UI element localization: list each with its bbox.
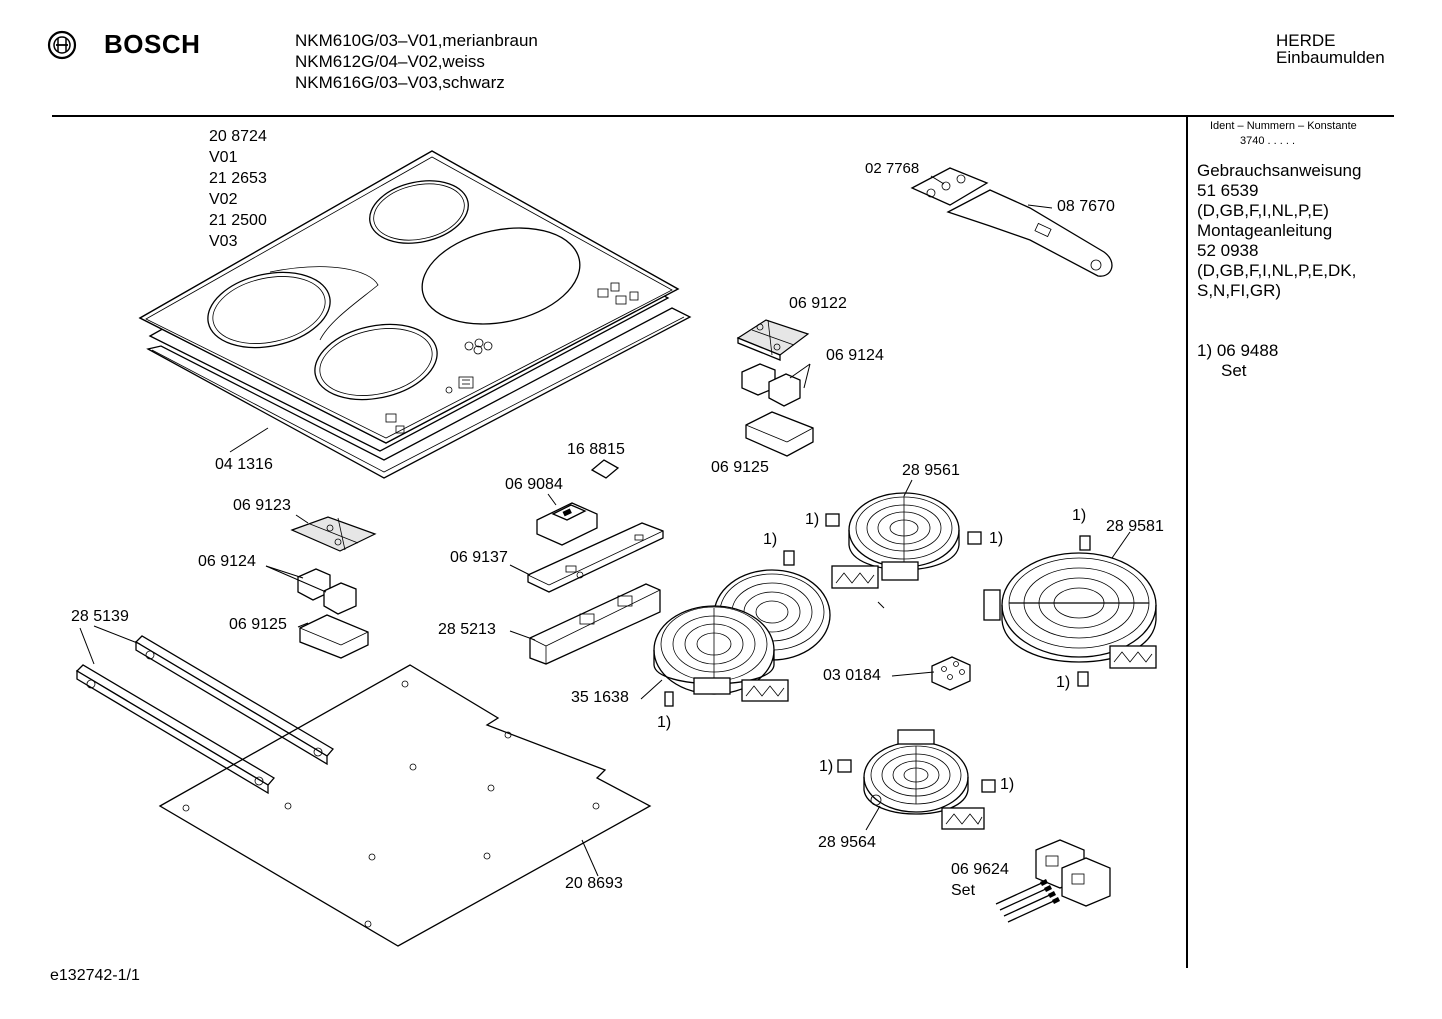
part-label-041316: 04 1316 xyxy=(215,456,273,473)
doc-line-6: (D,GB,F,I,NL,P,E,DK, xyxy=(1197,261,1357,280)
gasket-frame xyxy=(146,307,692,479)
pan-support-bracket xyxy=(910,167,1113,277)
part-label-030184: 03 0184 xyxy=(823,667,881,684)
part-label-069123: 06 9123 xyxy=(233,497,291,514)
dual-radiant-heater xyxy=(653,569,831,707)
part-label-069137: 06 9137 xyxy=(450,549,508,566)
part-label-168815: 16 8815 xyxy=(567,441,625,458)
model-line-2: NKM612G/04–V02,weiss xyxy=(295,52,485,71)
part-label-069125-left: 06 9125 xyxy=(229,616,287,633)
ident-label: Ident – Nummern – Konstante xyxy=(1210,120,1357,132)
part-label-069124-right: 06 9124 xyxy=(826,347,884,364)
part-label-087670: 08 7670 xyxy=(1057,198,1115,215)
part-label-212653: 21 2653 xyxy=(209,170,267,187)
doc-line-7: S,N,FI,GR) xyxy=(1197,281,1282,300)
terminal-ref-icon xyxy=(981,779,996,793)
doc-line-3: (D,GB,F,I,NL,P,E) xyxy=(1197,201,1329,220)
terminal-cover-set-right xyxy=(736,319,814,457)
part-label-069124-left: 06 9124 xyxy=(198,553,256,570)
variant-label-v03: V03 xyxy=(209,233,238,250)
terminal-mounting-bar xyxy=(527,522,664,593)
radiant-heater-medium xyxy=(863,729,985,830)
footnote-line-2: Set xyxy=(1221,361,1247,380)
ident-value: 3740 . . . . . xyxy=(1240,135,1296,147)
terminal-ref-icon xyxy=(825,513,840,527)
part-label-212500: 21 2500 xyxy=(209,212,267,229)
thermal-sensor-plate xyxy=(590,459,620,479)
bosch-logo-icon xyxy=(47,30,77,60)
part-label-289561: 28 9561 xyxy=(902,462,960,479)
temperature-limiter-ref-icon xyxy=(1077,671,1089,687)
part-label-289564: 28 9564 xyxy=(818,834,876,851)
part-label-208724: 20 8724 xyxy=(209,128,267,145)
part-label-069624-set: Set xyxy=(951,882,976,899)
footnote-ref: 1) xyxy=(1000,776,1015,793)
footnote-line-1: 1) 06 9488 xyxy=(1197,341,1279,360)
doc-line-5: 52 0938 xyxy=(1197,241,1259,260)
footnote-ref: 1) xyxy=(657,714,672,731)
radiant-heater-large xyxy=(983,552,1157,669)
category-subtitle: Einbaumulden xyxy=(1276,48,1385,67)
footnote-ref: 1) xyxy=(805,511,820,528)
doc-line-1: Gebrauchsanweisung xyxy=(1197,161,1362,180)
part-label-069084: 06 9084 xyxy=(505,476,563,493)
doc-line-2: 51 6539 xyxy=(1197,181,1259,200)
terminal-cover-set-left xyxy=(290,516,377,659)
bottom-cover-plate xyxy=(158,664,652,947)
part-label-208693: 20 8693 xyxy=(565,875,623,892)
footnote-ref: 1) xyxy=(989,530,1004,547)
part-label-285139: 28 5139 xyxy=(71,608,129,625)
temperature-limiter-ref-icon xyxy=(783,550,795,566)
document-id: e132742-1/1 xyxy=(50,967,140,984)
connector-block xyxy=(931,656,971,691)
doc-line-4: Montageanleitung xyxy=(1197,221,1333,240)
glass-ceramic-top xyxy=(138,150,680,452)
part-label-285213: 28 5213 xyxy=(438,621,496,638)
part-label-289581: 28 9581 xyxy=(1106,518,1164,535)
connector-set xyxy=(995,839,1111,923)
variant-label-v02: V02 xyxy=(209,191,238,208)
footnote-ref: 1) xyxy=(1056,674,1071,691)
footnote-ref: 1) xyxy=(763,531,778,548)
part-label-069122: 06 9122 xyxy=(789,295,847,312)
energy-regulator-switch xyxy=(536,502,598,546)
mounting-rails xyxy=(75,635,334,795)
brand-name: BOSCH xyxy=(104,29,201,59)
model-line-3: NKM616G/03–V03,schwarz xyxy=(295,73,505,92)
variant-label-v01: V01 xyxy=(209,149,238,166)
terminal-ref-icon xyxy=(837,759,852,773)
temperature-limiter-ref-icon xyxy=(1079,535,1091,551)
part-label-027768: 02 7768 xyxy=(865,160,920,177)
terminal-housing xyxy=(529,583,661,665)
category-title: HERDE xyxy=(1276,31,1336,50)
model-line-1: NKM610G/03–V01,merianbraun xyxy=(295,31,538,50)
terminal-ref-icon xyxy=(967,531,982,545)
radiant-heater-small xyxy=(831,492,960,589)
part-label-069125-right: 06 9125 xyxy=(711,459,769,476)
footnote-ref: 1) xyxy=(819,758,834,775)
part-label-351638: 35 1638 xyxy=(571,689,629,706)
part-label-069624: 06 9624 xyxy=(951,861,1009,878)
footnote-ref: 1) xyxy=(1072,507,1087,524)
